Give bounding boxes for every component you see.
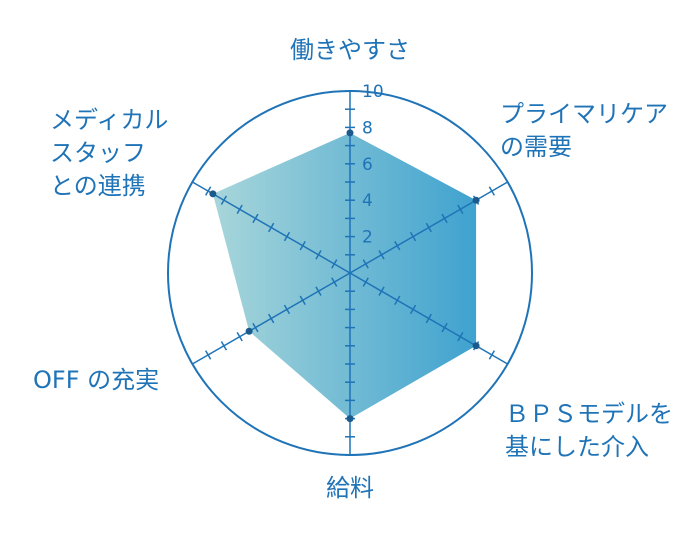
tick-mark <box>331 259 338 269</box>
tick-mark <box>299 240 306 251</box>
axis-label: ＢＰＳモデルを基にした介入 <box>505 400 673 461</box>
tick-mark <box>204 186 212 196</box>
data-point <box>346 129 354 137</box>
data-point <box>472 342 480 350</box>
tick-mark <box>189 359 196 369</box>
axis-label: 給料 <box>326 474 374 502</box>
tick-mark <box>220 195 228 205</box>
tick-mark <box>220 341 228 351</box>
tick-mark <box>425 313 432 324</box>
tick-label: 10 <box>362 82 384 102</box>
data-point <box>245 327 253 335</box>
tick-mark <box>189 177 196 187</box>
axis-label: プライマリケアの需要 <box>500 100 668 161</box>
data-points <box>209 129 480 423</box>
axis-label: OFF の充実 <box>33 366 159 394</box>
tick-mark <box>488 186 496 196</box>
tick-label: 8 <box>362 118 373 138</box>
tick-mark <box>268 313 275 324</box>
tick-mark <box>236 204 243 215</box>
data-point <box>346 415 354 423</box>
tick-mark <box>409 231 417 242</box>
tick-mark <box>457 204 464 215</box>
tick-mark <box>252 213 259 224</box>
tick-mark <box>236 331 243 342</box>
tick-mark <box>204 350 212 360</box>
tick-mark <box>457 331 464 342</box>
tick-mark <box>441 322 448 333</box>
tick-mark <box>362 259 369 269</box>
tick-mark <box>315 250 322 260</box>
data-point <box>472 196 480 204</box>
tick-mark <box>504 359 511 369</box>
tick-mark <box>268 222 275 233</box>
tick-mark <box>504 177 511 187</box>
tick-label: 4 <box>362 191 373 211</box>
tick-mark <box>315 286 322 296</box>
tick-mark <box>283 231 291 242</box>
tick-marks <box>189 90 511 456</box>
tick-mark <box>394 240 401 251</box>
tick-labels: 2 4 6 8 10 <box>362 82 384 248</box>
tick-mark <box>394 295 401 306</box>
tick-mark <box>299 295 306 306</box>
tick-mark <box>441 213 448 224</box>
tick-mark <box>378 286 385 296</box>
tick-mark <box>362 277 369 287</box>
axis-label: メディカルスタッフとの連携 <box>50 106 168 200</box>
tick-label: 2 <box>362 228 373 248</box>
tick-mark <box>378 250 385 260</box>
tick-mark <box>488 350 496 360</box>
tick-mark <box>283 304 291 315</box>
tick-mark <box>252 322 259 333</box>
tick-mark <box>331 277 338 287</box>
tick-mark <box>409 304 417 315</box>
data-point <box>209 190 217 198</box>
tick-mark <box>425 222 432 233</box>
axis-label: 働きやすさ <box>290 36 410 64</box>
tick-label: 6 <box>362 155 373 175</box>
